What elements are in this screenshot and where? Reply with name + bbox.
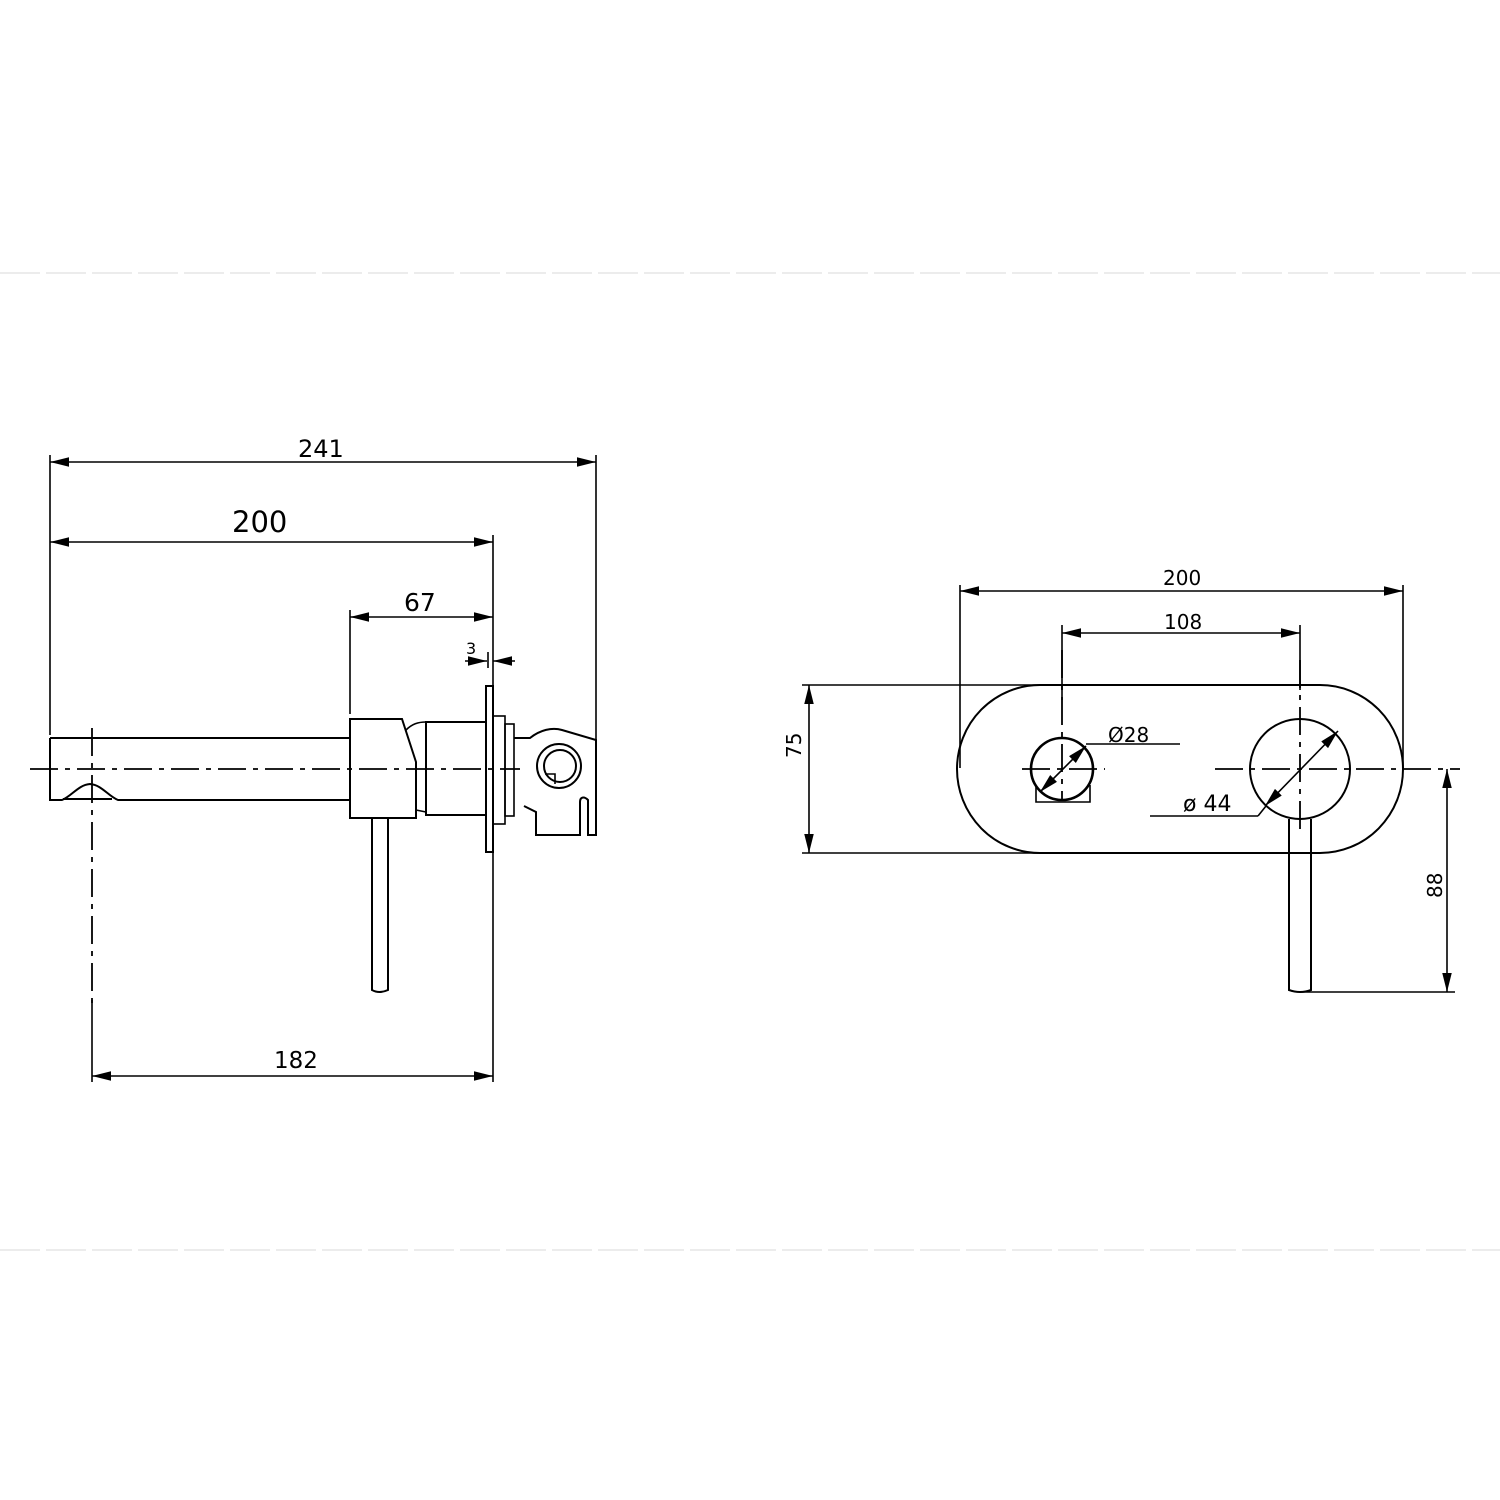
valve-body xyxy=(514,727,597,836)
diverter-base xyxy=(1035,785,1091,803)
plate-ring-1 xyxy=(492,715,506,825)
body-transition-top xyxy=(405,721,427,731)
mixer-knob xyxy=(1249,718,1351,820)
mixer-body xyxy=(349,718,417,819)
dim-label-241: 241 xyxy=(298,435,344,463)
front-view xyxy=(802,585,1460,993)
dim-label-200: 200 xyxy=(232,505,288,539)
front-handle-lever xyxy=(1288,819,1312,993)
dim-label-67: 67 xyxy=(404,588,436,617)
dim-line-dia-44 xyxy=(1264,730,1339,807)
plate-ring-2 xyxy=(504,723,515,817)
diverter-knob xyxy=(1029,736,1095,802)
dim-label-182: 182 xyxy=(274,1048,318,1074)
valve-port-detail xyxy=(545,773,556,784)
dim-label-88: 88 xyxy=(1423,872,1447,898)
valve-port-inner xyxy=(543,749,577,783)
handle-lever xyxy=(371,818,389,993)
dim-label-front-200: 200 xyxy=(1163,566,1202,590)
dim-label-75: 75 xyxy=(782,732,806,758)
dim-label-dia-28: Ø28 xyxy=(1108,723,1150,747)
side-view xyxy=(30,455,597,1082)
dim-label-dia-44: ø 44 xyxy=(1183,792,1232,817)
leader-dia-44-elbow xyxy=(1257,805,1267,817)
dim-label-3: 3 xyxy=(466,639,477,658)
dim-label-108: 108 xyxy=(1164,610,1203,634)
cover-plate xyxy=(956,684,1404,854)
dim-line-dia-28 xyxy=(1039,745,1087,793)
body-transition-bottom xyxy=(415,809,427,813)
valve-port-outer xyxy=(536,743,582,789)
